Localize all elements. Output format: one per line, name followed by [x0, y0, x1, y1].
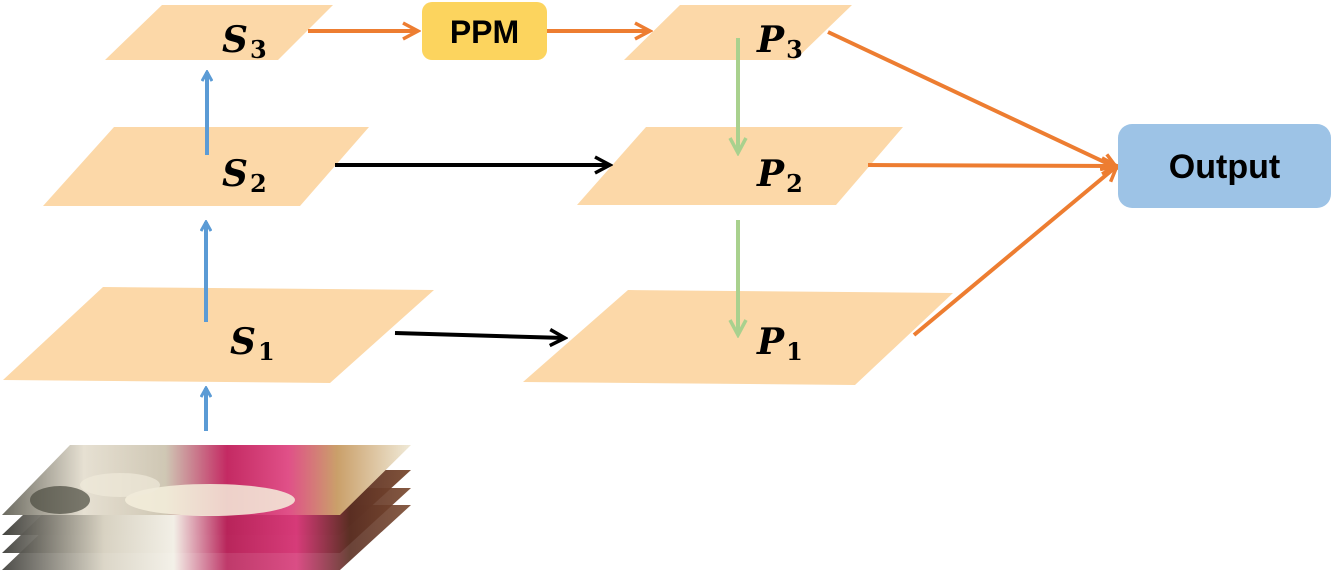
label-s2: S2: [222, 153, 267, 198]
output-box: [1118, 124, 1331, 208]
plane-p3: [624, 5, 852, 60]
arrow-s1-to-p1: [394, 333, 565, 338]
output-label: Output: [1169, 148, 1280, 186]
arrow-p2-to-output: [867, 165, 1117, 166]
image-highlight-2: [80, 473, 160, 497]
label-s3: S3: [222, 19, 267, 64]
plane-s3: [105, 5, 333, 60]
ppm-module: PPM: [422, 2, 547, 60]
label-p2: P2: [756, 153, 803, 198]
plane-s1: [3, 287, 434, 383]
image-layer-1: [2, 445, 411, 515]
arrow-p3-to-output: [827, 30, 1117, 168]
label-s1: S1: [230, 321, 275, 366]
plane-p2: [577, 127, 903, 205]
label-p3: P3: [756, 19, 803, 64]
input-image-stack: [2, 445, 411, 570]
output-module: Output: [1118, 124, 1331, 208]
plane-s2: [43, 127, 369, 206]
arrow-p1-to-output: [912, 166, 1117, 337]
image-dark-figure: [30, 486, 90, 514]
ppm-box: [422, 2, 547, 60]
image-highlight: [125, 484, 295, 516]
label-p1: P1: [756, 321, 803, 366]
ppm-label: PPM: [450, 14, 519, 50]
